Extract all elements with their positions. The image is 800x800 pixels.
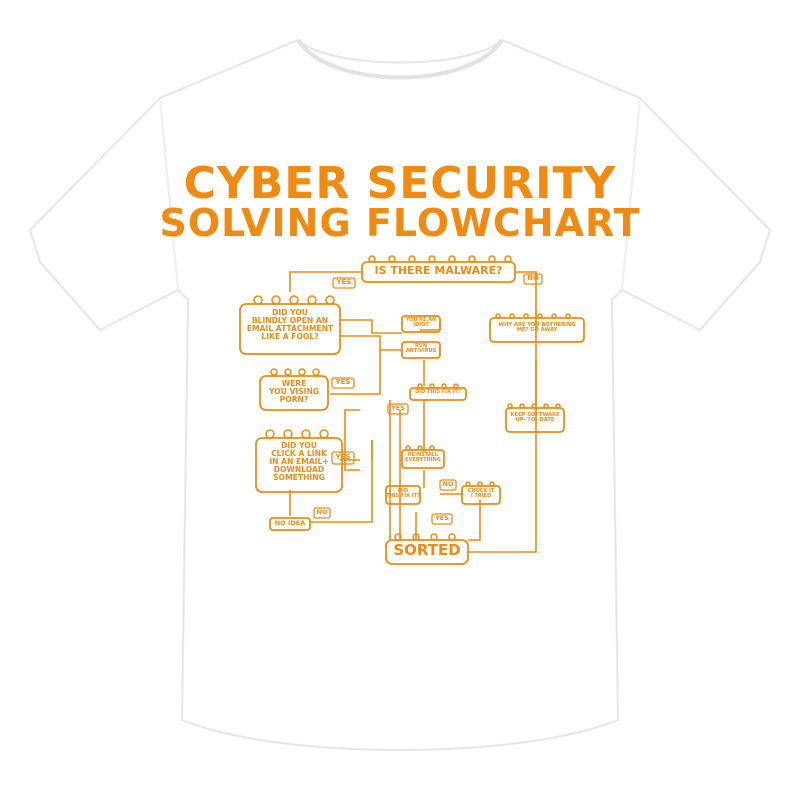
tshirt-body bbox=[28, 38, 772, 751]
box-did-fix-2 bbox=[385, 485, 421, 505]
collar bbox=[296, 38, 504, 80]
connector-lines bbox=[289, 271, 537, 553]
label-reinstall: REINSTALL EVERYTHING bbox=[405, 452, 441, 464]
label-why-bother: WHY ARE YOU BOTHERING ME? GO AWAY bbox=[498, 322, 576, 334]
label-youre-an-idiot: YOU'RE AN IDIOT bbox=[405, 317, 437, 329]
flowchart-title-line2: SOLVING FLOWCHART bbox=[159, 201, 641, 245]
label-visiting-porn: WERE YOU VISING PORN? bbox=[268, 379, 320, 404]
box-click-link bbox=[255, 437, 343, 493]
label-yes-chuck: YES bbox=[435, 514, 449, 522]
box-run-antivirus bbox=[401, 341, 441, 359]
label-yes-link: YES bbox=[335, 453, 351, 461]
box-reinstall bbox=[401, 449, 445, 469]
box-no-idea bbox=[269, 517, 311, 531]
label-is-there-malware: IS THERE MALWARE? bbox=[374, 264, 503, 277]
label-yes-top: YES bbox=[336, 278, 352, 286]
box-is-there-malware bbox=[361, 261, 516, 283]
label-yes-porn: YES bbox=[335, 378, 351, 386]
box-youre-an-idiot bbox=[401, 315, 441, 333]
label-no-fix: NO bbox=[442, 480, 454, 488]
box-visiting-porn bbox=[259, 375, 329, 411]
label-no-top: NO bbox=[527, 274, 539, 282]
label-keep-updated: KEEP SOFTWARE UP- TO- DATE bbox=[510, 412, 560, 424]
label-yes-fix: YES bbox=[391, 404, 405, 412]
flowchart-boxes bbox=[239, 261, 585, 565]
label-chuck-it: CHUCK IT I TRIED bbox=[467, 488, 495, 500]
left-sleeve-seam bbox=[159, 97, 179, 291]
binder-rings bbox=[253, 255, 571, 541]
label-did-fix-1: DID THIS FIX IT? bbox=[415, 389, 461, 395]
label-email-attachment: DID YOU BLINDLY OPEN AN EMAIL ATTACHMENT… bbox=[246, 308, 334, 341]
label-click-link: DID YOU CLICK A LINK IN AN EMAIL+ DOWNLO… bbox=[269, 441, 329, 482]
box-email-attachment bbox=[239, 303, 341, 355]
label-no-idea: NO IDEA bbox=[274, 519, 306, 527]
label-run-antivirus: RUN ANTIVIRUS bbox=[405, 343, 437, 355]
tag-outlines bbox=[313, 273, 543, 525]
box-why-bother bbox=[489, 317, 585, 343]
flowchart-title-line1: CYBER SECURITY bbox=[183, 158, 617, 209]
label-did-fix-2: DID THIS FIX IT? bbox=[386, 488, 420, 500]
box-sorted bbox=[385, 539, 469, 565]
right-sleeve-seam bbox=[621, 97, 641, 291]
box-did-fix-1 bbox=[409, 387, 467, 401]
label-sorted: SORTED bbox=[393, 541, 461, 559]
label-no-bottom: NO bbox=[316, 508, 328, 516]
